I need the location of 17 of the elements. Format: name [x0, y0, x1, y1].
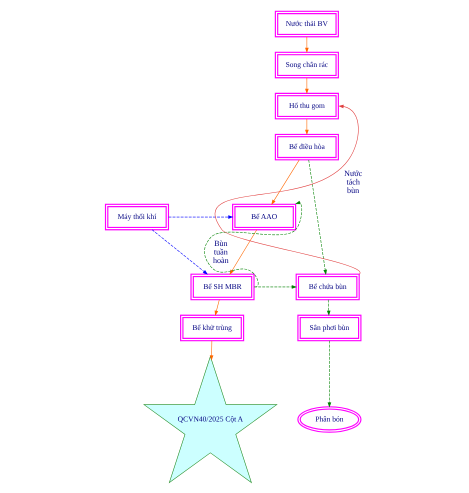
arrow: [214, 298, 220, 316]
arrow: [305, 77, 309, 94]
arrow: [229, 228, 258, 274]
arrow: [328, 340, 332, 408]
edge-label: Nước tách bùn: [344, 168, 362, 195]
edge-label: Bùn tuần hoàn: [212, 238, 229, 265]
arrow: [204, 200, 302, 287]
arrow: [215, 104, 360, 274]
arrow: [210, 340, 214, 360]
arrow: [271, 159, 300, 204]
arrow: [326, 298, 330, 316]
arrow: [305, 118, 309, 135]
arrow: [152, 228, 208, 274]
arrow: [308, 159, 327, 274]
arrow: [254, 284, 297, 288]
arrow: [305, 36, 309, 52]
arrow: [168, 214, 234, 218]
